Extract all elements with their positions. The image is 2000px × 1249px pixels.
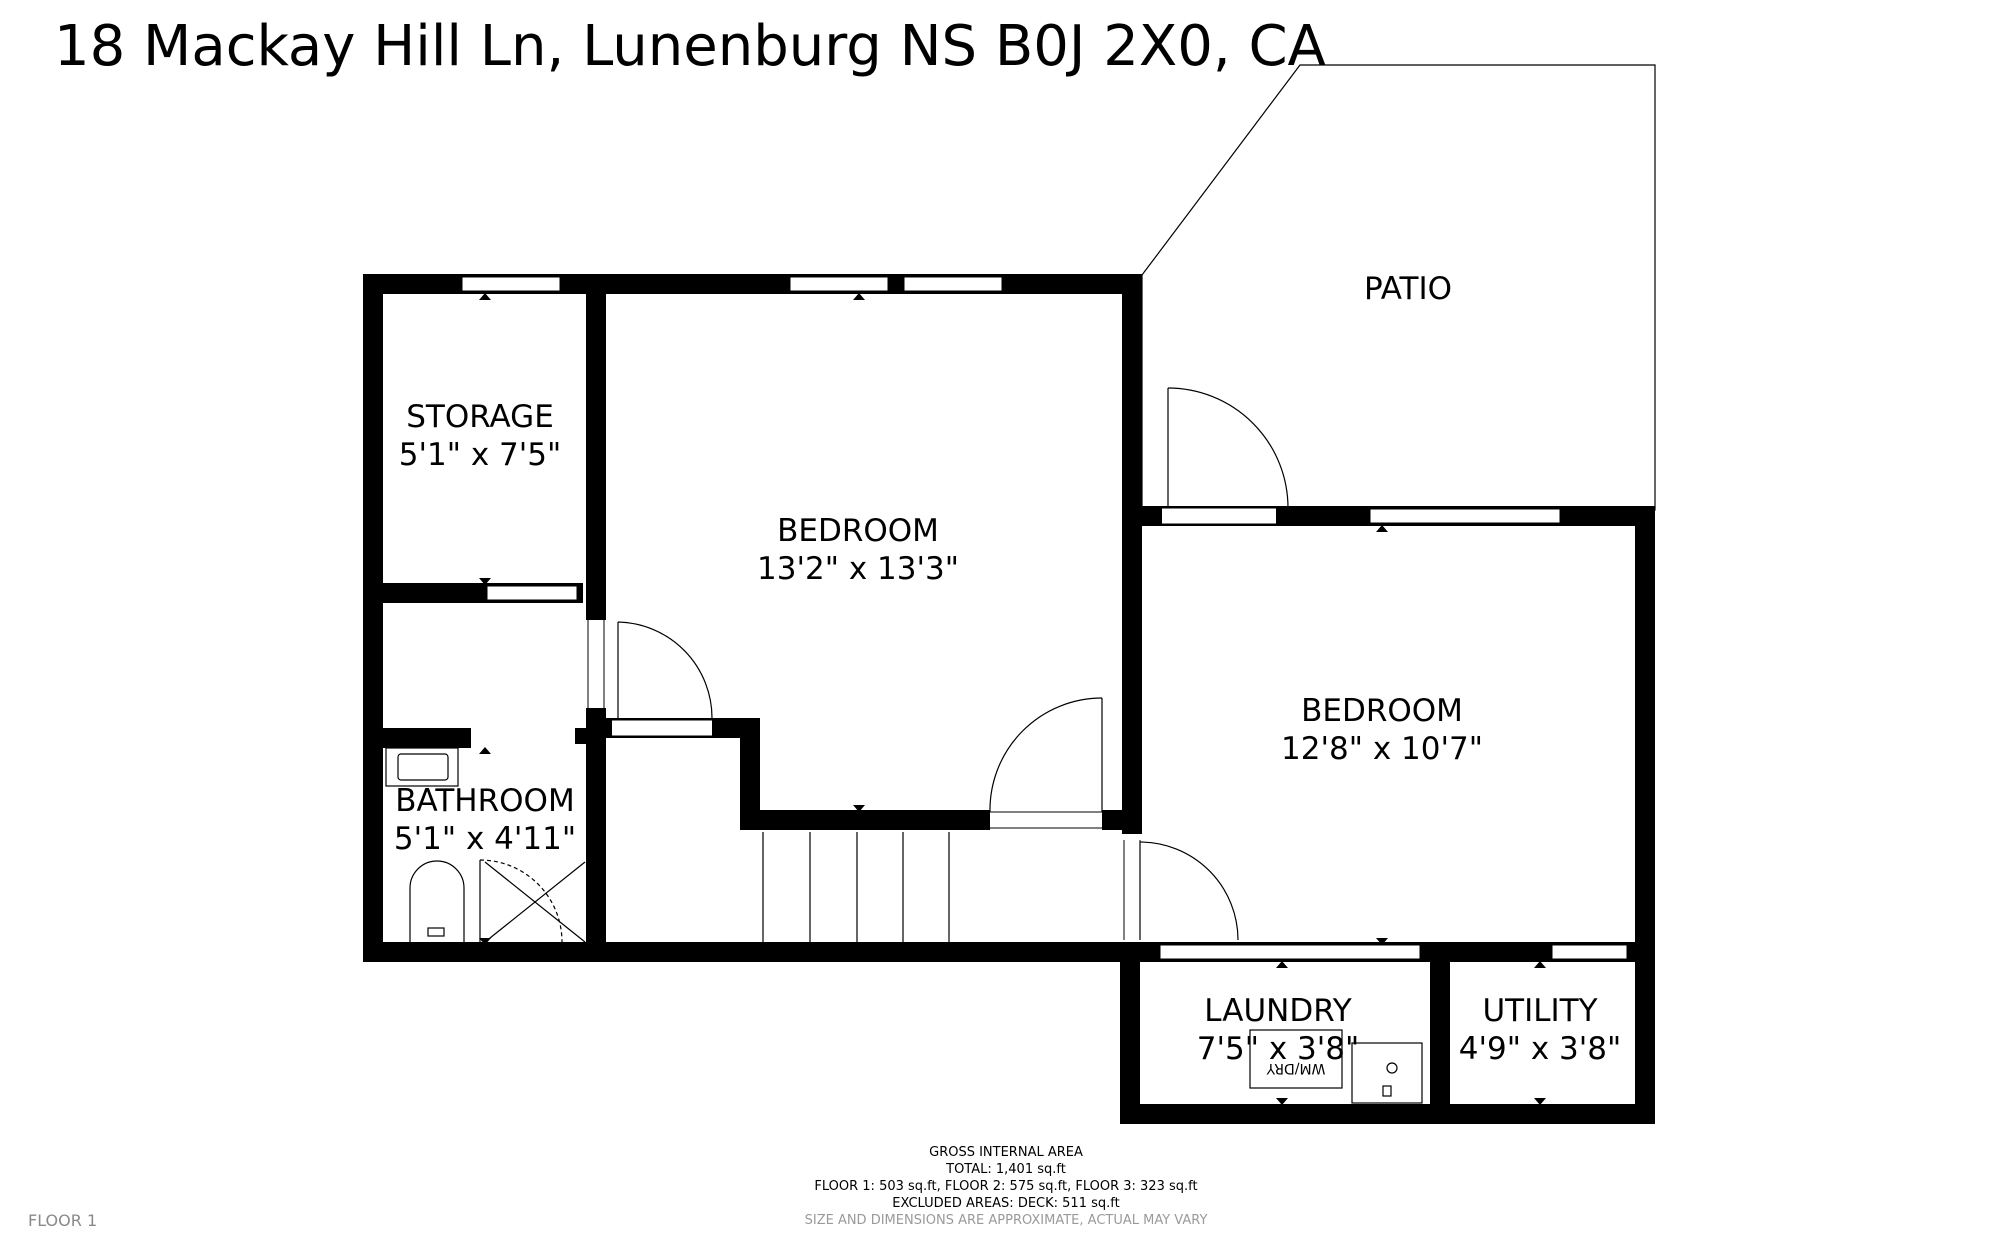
room-dimensions: 13'2" x 13'3" (757, 551, 959, 587)
room-name: BATHROOM (395, 783, 575, 819)
room-label-utility: UTILITY 4'9" x 3'8" (1459, 992, 1622, 1068)
area-disclaimer: SIZE AND DIMENSIONS ARE APPROXIMATE, ACT… (804, 1213, 1208, 1228)
dimension-markers (479, 293, 1546, 1105)
area-heading: GROSS INTERNAL AREA (929, 1145, 1083, 1160)
address-title: 18 Mackay Hill Ln, Lunenburg NS B0J 2X0,… (54, 14, 1326, 79)
room-label-storage: STORAGE 5'1" x 7'5" (399, 398, 562, 474)
windows (461, 276, 1628, 960)
laundry-fixtures (1249, 1029, 1423, 1104)
room-dimensions: 5'1" x 4'11" (393, 821, 577, 857)
area-floors: FLOOR 1: 503 sq.ft, FLOOR 2: 575 sq.ft, … (814, 1179, 1198, 1194)
stairs (762, 832, 950, 942)
room-dimensions: 12'8" x 10'7" (1281, 731, 1483, 767)
floor-label: FLOOR 1 (28, 1211, 98, 1230)
door-swings (479, 387, 1289, 943)
room-label-laundry: LAUNDRY 7'5" x 3'8" (1197, 992, 1360, 1068)
room-label-patio: PATIO (1364, 270, 1452, 308)
room-name: BEDROOM (777, 513, 939, 549)
area-total: TOTAL: 1,401 sq.ft (946, 1162, 1066, 1177)
room-name: PATIO (1364, 271, 1452, 307)
room-label-bedroom-main: BEDROOM 13'2" x 13'3" (757, 512, 959, 588)
room-dimensions: 5'1" x 7'5" (398, 437, 562, 473)
bathroom-fixtures (385, 747, 586, 943)
room-name: BEDROOM (1301, 693, 1463, 729)
room-dimensions: 7'5" x 3'8" (1196, 1031, 1360, 1067)
room-dimensions: 4'9" x 3'8" (1458, 1031, 1622, 1067)
room-label-bathroom: BATHROOM 5'1" x 4'11" (394, 782, 576, 858)
area-summary: GROSS INTERNAL AREA TOTAL: 1,401 sq.ft F… (805, 1144, 1208, 1229)
room-label-bedroom-right: BEDROOM 12'8" x 10'7" (1281, 692, 1483, 768)
area-excluded: EXCLUDED AREAS: DECK: 511 sq.ft (892, 1196, 1120, 1211)
room-name: UTILITY (1482, 993, 1598, 1029)
room-name: STORAGE (406, 399, 554, 435)
room-name: LAUNDRY (1204, 993, 1352, 1029)
washer-dryer-label: WM/DRY (1266, 1060, 1325, 1076)
